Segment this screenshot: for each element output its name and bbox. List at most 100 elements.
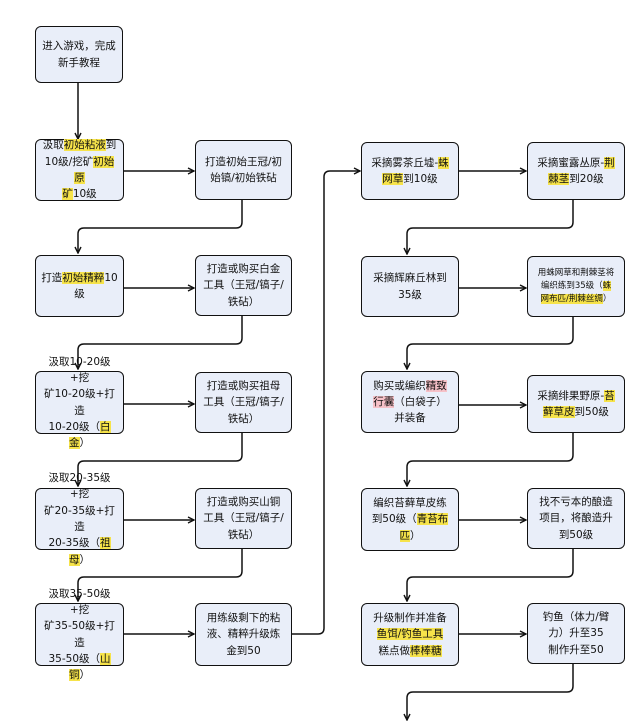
node-text-segment: 汲取10-20级+挖: [48, 355, 111, 384]
node-text-segment: 工具（王冠/镐子/: [203, 279, 284, 292]
arrow-n9-n10: [78, 549, 243, 601]
node-text-segment: 汲取: [42, 139, 64, 152]
arrow-n19-n20: [407, 549, 574, 601]
node-text-segment: 用蛛网草和荆棘茎将: [537, 267, 615, 278]
step-pick-spiderweb-grass: 采摘雾茶丘墟-蛛网草到10级: [361, 142, 459, 200]
step-enter-game: 进入游戏，完成新手教程: [35, 26, 123, 83]
step-craft-initial-tools: 打造初始王冠/初始镐/初始铁砧: [195, 140, 292, 200]
arrow-n7-n8: [78, 433, 243, 486]
highlighted-term: 矿: [62, 188, 73, 201]
arrow-n13-n14: [407, 200, 574, 254]
node-text-segment: 金到50: [226, 644, 261, 657]
node-text-segment: 项目，将酿造升: [539, 512, 613, 525]
arrow-n15-n16: [407, 316, 574, 369]
step-platinum-tools: 打造或购买白金工具（王冠/镐子/铁砧）: [195, 255, 292, 316]
node-text-segment: 钓鱼（体力/臂: [542, 611, 610, 624]
node-text-segment: 矿35-50级+打造: [44, 620, 115, 649]
node-text-segment: 35级: [398, 288, 422, 301]
node-text: 升级制作并准备鱼饵/钓鱼工具糕点做棒棒糖: [373, 610, 447, 659]
node-text-segment: 新手教程: [58, 56, 100, 69]
node-text-segment: 糕点做: [378, 644, 411, 657]
step-alchemy-to-50: 用练级剩下的粘液、精粹升级炼金到50: [195, 603, 292, 666]
node-text-segment: 液、精粹升级炼: [206, 628, 281, 641]
node-text-segment: 找不亏本的酿造: [539, 496, 613, 509]
node-text-segment: 升级制作并准备: [373, 612, 447, 625]
step-weave-to-35: 用蛛网草和荆棘茎将编织练到35级（蛛网布匹/荆棘丝绸）: [527, 256, 625, 317]
node-text-segment: 10-20级（: [48, 420, 100, 433]
step-weave-to-50: 编织苔藓草皮练到50级（青苔布匹）: [361, 488, 459, 551]
node-text-segment: 20-35级（: [48, 537, 100, 550]
highlighted-term: 鱼饵/钓鱼工具: [376, 628, 444, 641]
highlighted-term: 行囊: [373, 395, 395, 408]
step-pick-thorn-stem: 采摘蜜露丛原-荆棘茎到20级: [527, 142, 625, 200]
step-equip-fine-bag: 购买或编织精致行囊（白袋子）并装备: [361, 371, 459, 433]
node-text-segment: 采摘绯果野原-: [537, 389, 605, 402]
node-text-segment: 到: [105, 139, 117, 152]
node-text-segment: 级: [74, 288, 85, 300]
node-text: 打造或购买山铜工具（王冠/镐子/铁砧）: [203, 494, 284, 543]
node-text-segment: 汲取20-35级+挖: [48, 472, 111, 501]
node-text: 编织苔藓草皮练到50级（青苔布匹）: [372, 495, 449, 544]
node-text-segment: 10: [104, 271, 118, 284]
node-text-segment: 打造初始王冠/初: [204, 155, 283, 168]
node-text-segment: （白袋子）: [394, 395, 447, 408]
node-text-segment: 打造或购买山铜: [206, 496, 281, 509]
step-brewing-to-50: 找不亏本的酿造项目，将酿造升到50级: [527, 488, 625, 549]
node-text-segment: 并装备: [394, 412, 426, 425]
node-text-segment: ）: [410, 529, 421, 542]
node-text-segment: 到20级: [569, 173, 604, 185]
node-text-segment: ）: [79, 437, 91, 450]
node-text: 采摘辉麻丘林到 35级: [373, 270, 447, 303]
node-text-segment: 用练级剩下的粘: [206, 612, 281, 625]
node-text-segment: 铁砧）: [227, 295, 260, 308]
node-text-segment: 采摘辉麻丘林到: [373, 272, 447, 285]
step-emerald-tools: 打造或购买祖母工具（王冠/镐子/铁砧）: [195, 372, 292, 433]
highlighted-term: 棒棒糖: [410, 644, 442, 657]
step-pick-to-35: 采摘辉麻丘林到 35级: [361, 256, 459, 317]
highlighted-term: 精致: [425, 379, 447, 392]
highlighted-term: 网草: [382, 173, 404, 185]
step-mithril-tools: 打造或购买山铜工具（王冠/镐子/铁砧）: [195, 488, 292, 549]
node-text: 打造或购买白金工具（王冠/镐子/铁砧）: [203, 261, 284, 310]
node-text-segment: 矿20-35级+打造: [44, 504, 115, 533]
node-text: 打造或购买祖母工具（王冠/镐子/铁砧）: [203, 378, 284, 427]
node-text-segment: 矿10-20级+打造: [44, 388, 115, 417]
highlighted-term: 匹: [399, 529, 410, 542]
step-pick-moss-turf: 采摘绯果野原-苔藓草皮到50级: [527, 375, 625, 433]
highlighted-term: 蛛: [602, 280, 612, 291]
highlighted-term: 藓草皮: [543, 406, 575, 418]
node-text: 采摘雾茶丘墟-蛛网草到10级: [371, 155, 449, 188]
node-text-segment: ）: [602, 294, 612, 305]
highlighted-term: 棘茎: [548, 173, 570, 185]
highlighted-term: 青苔布: [416, 513, 449, 526]
step-prepare-fishing: 升级制作并准备鱼饵/钓鱼工具糕点做棒棒糖: [361, 603, 459, 666]
node-text-segment: 工具（王冠/镐子/: [203, 512, 284, 525]
node-text-segment: 编织苔藓草皮练: [373, 497, 447, 510]
node-text-segment: 10级/挖矿: [44, 155, 94, 168]
node-text-segment: 打造或购买祖母: [206, 380, 281, 393]
highlighted-term: 初始精粹: [62, 271, 105, 284]
highlighted-term: 荆: [604, 156, 615, 169]
node-text-segment: 汲取35-50级+挖: [48, 587, 111, 616]
arrow-n11-n12: [292, 171, 360, 635]
node-text-segment: 铁砧）: [227, 412, 260, 425]
node-text: 打造初始精粹10 级: [41, 270, 118, 303]
node-text: 进入游戏，完成新手教程: [42, 38, 116, 71]
node-text-segment: 到10级: [403, 173, 438, 185]
node-text-segment: 打造: [41, 271, 63, 284]
arrow-n17-n18: [407, 433, 574, 486]
highlighted-term: 蛛: [438, 156, 449, 169]
node-text: 采摘绯果野原-苔藓草皮到50级: [537, 388, 615, 421]
node-text: 打造初始王冠/初始镐/初始铁砧: [205, 154, 282, 187]
node-text: 购买或编织精致行囊（白袋子）并装备: [373, 378, 447, 427]
node-text: 采摘蜜露丛原-荆棘茎到20级: [537, 155, 615, 188]
highlighted-term: 网布匹/荆棘丝绸: [540, 294, 603, 305]
node-text: 用练级剩下的粘液、精粹升级炼金到50: [207, 610, 281, 659]
node-text-segment: 到50级: [574, 406, 609, 418]
